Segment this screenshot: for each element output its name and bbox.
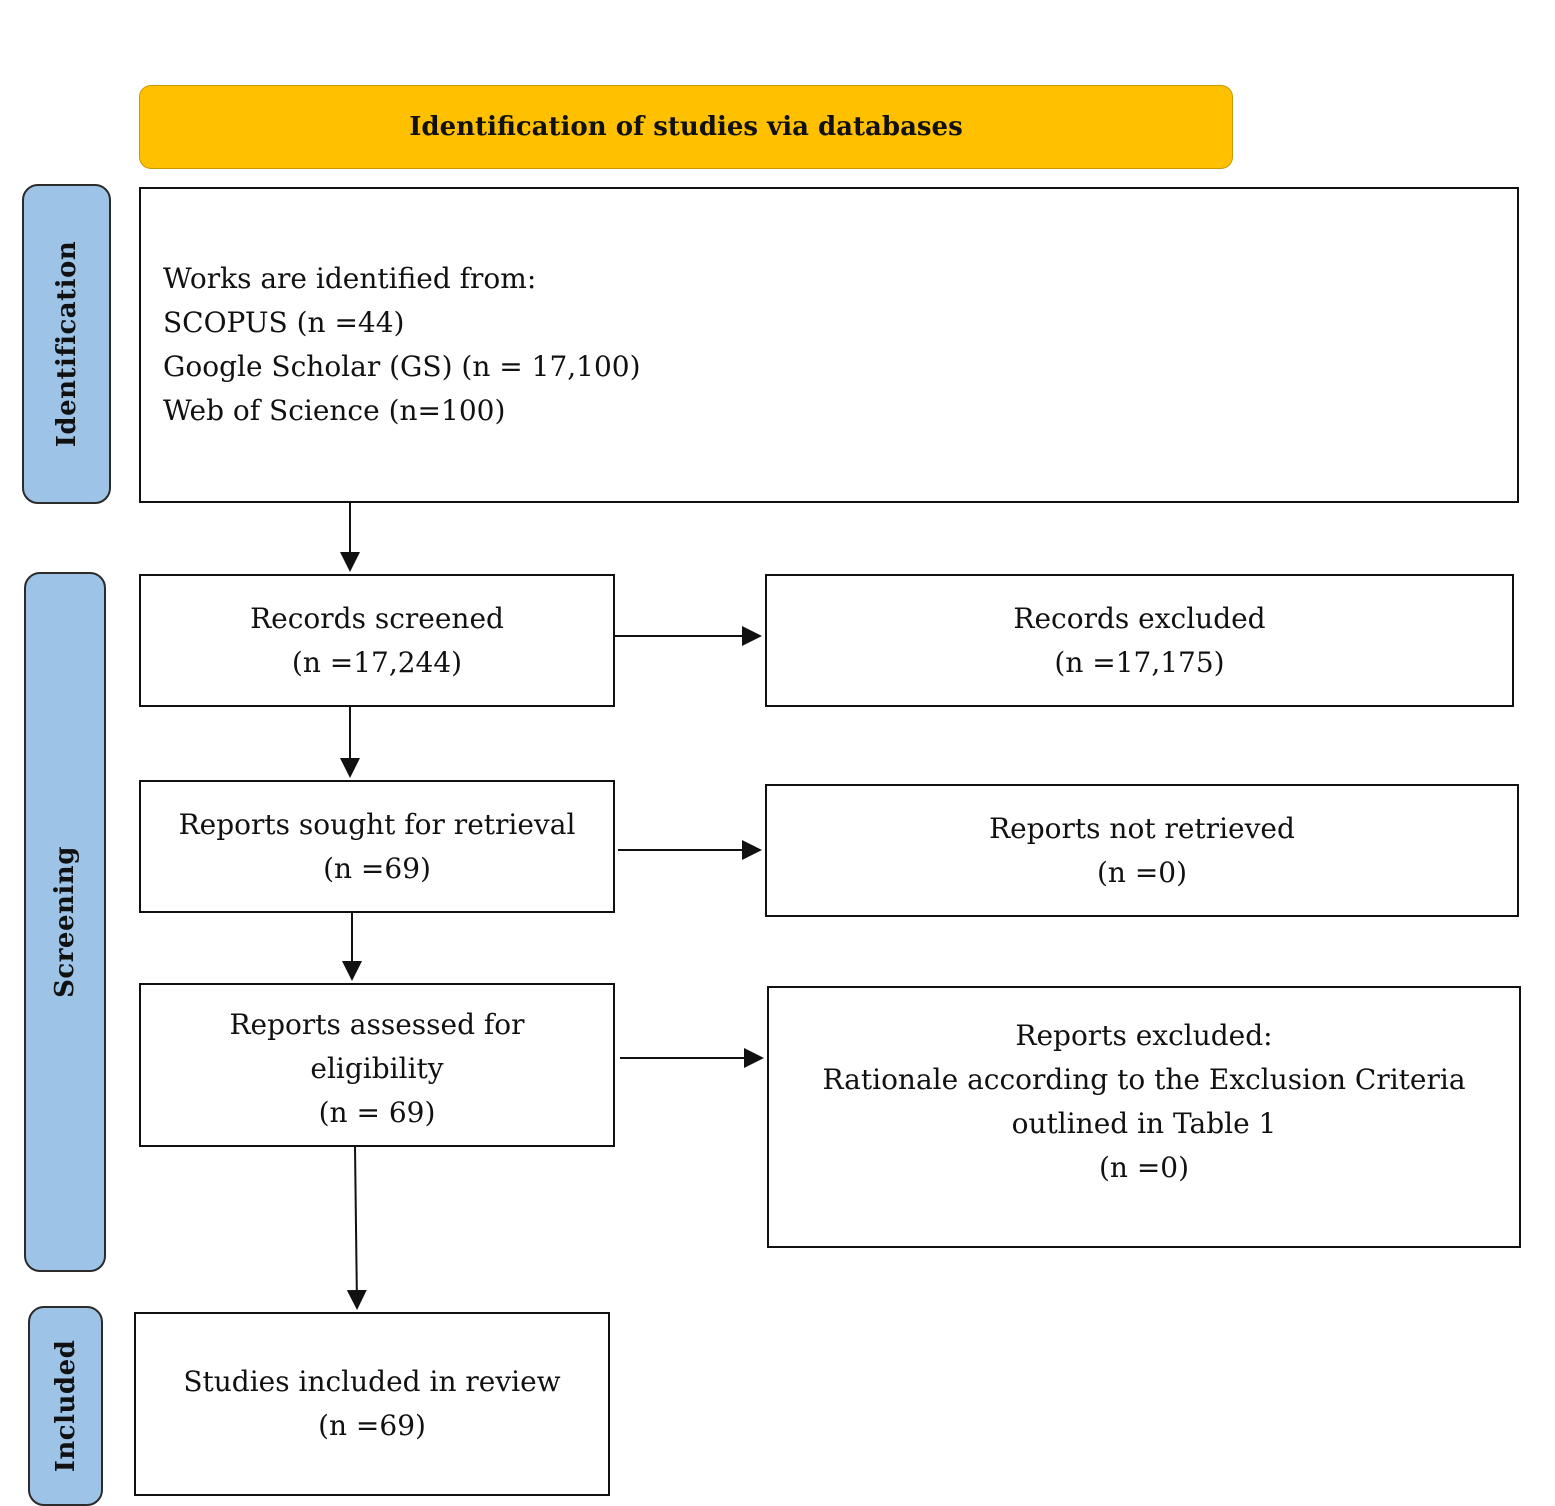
studies-included-count: (n =69) <box>318 1409 426 1442</box>
source-google-scholar: Google Scholar (GS) (n = 17,100) <box>163 350 641 383</box>
records-excluded-box: Records excluded (n =17,175) <box>765 574 1514 707</box>
phase-screening: Screening <box>24 572 106 1272</box>
source-web-of-science: Web of Science (n=100) <box>163 394 506 427</box>
source-scopus: SCOPUS (n =44) <box>163 306 405 339</box>
reports-sought-box: Reports sought for retrieval (n =69) <box>139 780 615 913</box>
reports-not-retrieved-box: Reports not retrieved (n =0) <box>765 784 1519 917</box>
identification-box: Works are identified from: SCOPUS (n =44… <box>139 187 1519 503</box>
records-screened-box: Records screened (n =17,244) <box>139 574 615 707</box>
reports-not-retrieved-label: Reports not retrieved <box>989 811 1295 845</box>
reports-assessed-box: Reports assessed for eligibility (n = 69… <box>139 983 615 1147</box>
studies-included-label: Studies included in review <box>183 1365 561 1398</box>
reports-sought-label: Reports sought for retrieval <box>178 807 576 841</box>
phase-included: Included <box>28 1306 103 1506</box>
header-title: Identification of studies via databases <box>409 112 963 142</box>
studies-included-box: Studies included in review (n =69) <box>134 1312 610 1496</box>
identification-heading: Works are identified from: <box>163 262 537 295</box>
reports-assessed-line1: Reports assessed for <box>229 1008 525 1041</box>
reports-excluded-count: (n =0) <box>1098 1151 1190 1184</box>
records-screened-label: Records screened <box>250 601 504 635</box>
records-excluded-label: Records excluded <box>1013 601 1266 635</box>
header-bar: Identification of studies via databases <box>139 85 1233 169</box>
reports-assessed-count: (n = 69) <box>318 1096 436 1129</box>
phase-identification: Identification <box>22 184 111 504</box>
reports-excluded-line2: Rationale according to the Exclusion Cri… <box>822 1063 1466 1096</box>
reports-excluded-line3: outlined in Table 1 <box>1011 1107 1277 1140</box>
reports-excluded-box: Reports excluded: Rationale according to… <box>767 986 1521 1248</box>
records-excluded-count: (n =17,175) <box>1054 645 1225 679</box>
records-screened-count: (n =17,244) <box>291 645 463 679</box>
reports-excluded-line1: Reports excluded: <box>1015 1019 1273 1052</box>
reports-not-retrieved-count: (n =0) <box>1096 855 1188 889</box>
reports-assessed-line2: eligibility <box>310 1052 444 1085</box>
arrow-assessed-to-included <box>346 1146 367 1310</box>
reports-sought-count: (n =69) <box>323 851 431 885</box>
